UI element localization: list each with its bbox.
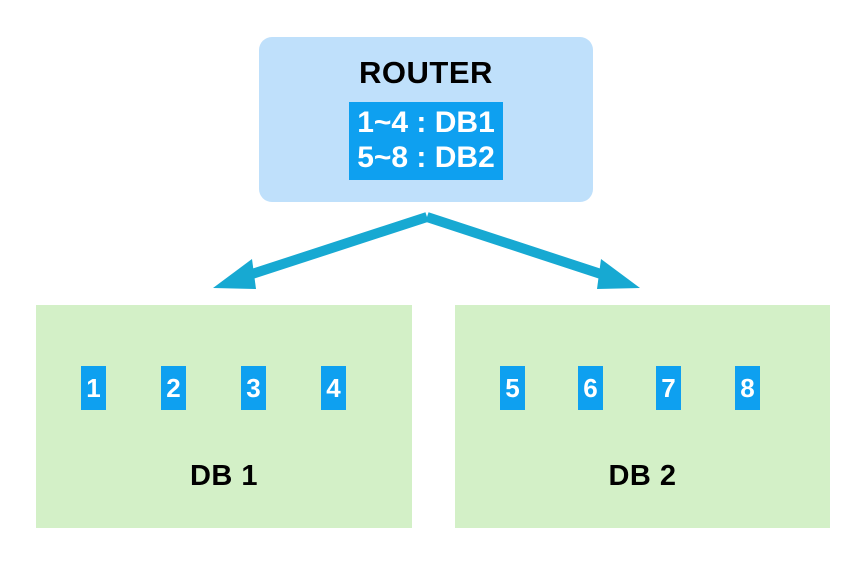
- database-node-db2[interactable]: 5 6 7 8 DB 2: [455, 305, 830, 528]
- db1-chip-1[interactable]: 1: [81, 366, 106, 410]
- db1-label: DB 1: [189, 460, 259, 492]
- db1-chip-4[interactable]: 4: [321, 366, 346, 410]
- db2-chip-8[interactable]: 8: [735, 366, 760, 410]
- router-to-db1-arrow: [213, 212, 429, 289]
- router-rule-db2: 5~8 : DB2: [357, 141, 495, 175]
- router-rule-db1: 1~4 : DB1: [357, 106, 495, 139]
- router-to-db2-arrow: [425, 212, 640, 289]
- router-title: ROUTER: [359, 55, 493, 90]
- router-node[interactable]: ROUTER 1~4 : DB1 5~8 : DB2: [259, 37, 593, 202]
- db1-chip-3[interactable]: 3: [241, 366, 266, 410]
- database-node-db1[interactable]: 1 2 3 4 DB 1: [36, 305, 412, 528]
- router-rules-block: 1~4 : DB1 5~8 : DB2: [349, 102, 503, 181]
- db2-chip-7[interactable]: 7: [656, 366, 681, 410]
- db2-chip-row: 5 6 7 8: [455, 366, 830, 410]
- db2-chip-6[interactable]: 6: [578, 366, 603, 410]
- db1-chip-row: 1 2 3 4: [36, 366, 412, 410]
- db2-label: DB 2: [608, 460, 677, 492]
- db2-chip-5[interactable]: 5: [500, 366, 525, 410]
- db1-chip-2[interactable]: 2: [161, 366, 186, 410]
